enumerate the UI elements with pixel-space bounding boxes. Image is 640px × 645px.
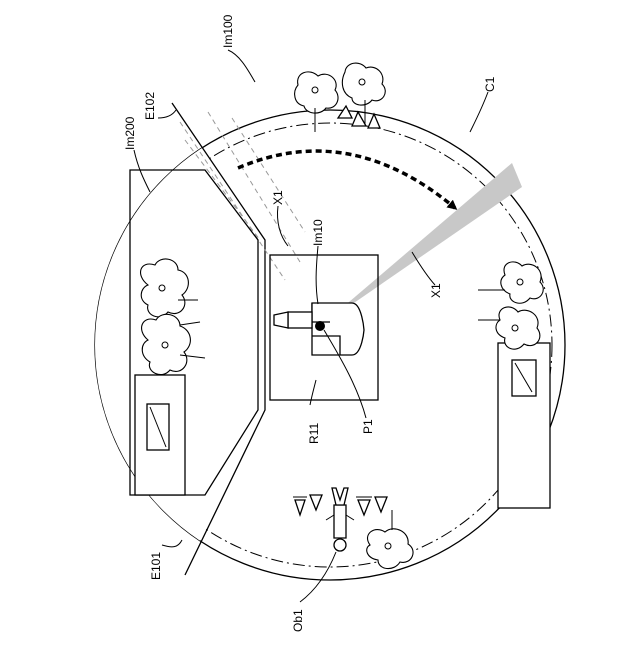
label-im100: Im100 xyxy=(221,14,235,48)
label-r11: R11 xyxy=(307,423,321,444)
beam-x1 xyxy=(322,163,522,325)
right-building xyxy=(498,343,550,508)
label-e102: E102 xyxy=(143,92,157,120)
label-ob1: Ob1 xyxy=(291,609,305,632)
label-c1: C1 xyxy=(483,76,497,92)
left-building xyxy=(135,375,185,495)
top-trees xyxy=(295,63,386,132)
object-ob1-person xyxy=(326,488,354,551)
label-im200: Im200 xyxy=(123,116,137,150)
excluded-region xyxy=(0,0,265,640)
bottom-tree xyxy=(367,510,413,569)
label-x1-right: X1 xyxy=(429,283,443,298)
label-p1: P1 xyxy=(361,419,375,434)
right-trees xyxy=(478,262,543,349)
label-x1-upper: X1 xyxy=(271,190,285,205)
device-im10 xyxy=(274,303,364,355)
label-e101: E101 xyxy=(149,552,163,580)
point-p1 xyxy=(315,321,325,331)
label-im10: Im10 xyxy=(311,219,325,246)
